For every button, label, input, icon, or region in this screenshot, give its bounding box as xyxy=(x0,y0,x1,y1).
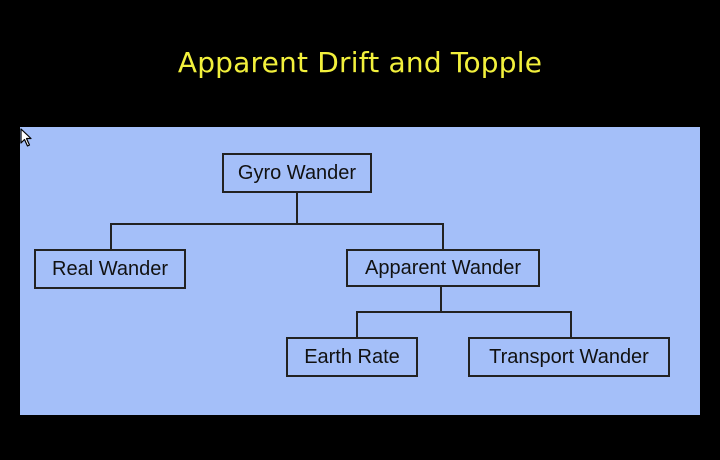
connector-apparent-wander-drop xyxy=(442,223,444,249)
node-transport-wander: Transport Wander xyxy=(468,337,670,377)
connector-level1-bar xyxy=(110,223,444,225)
node-earth-rate: Earth Rate xyxy=(286,337,418,377)
diagram-panel: Gyro Wander Real Wander Apparent Wander … xyxy=(20,127,700,415)
connector-apparent-down xyxy=(440,287,442,313)
slide-title: Apparent Drift and Topple xyxy=(177,46,543,79)
connector-root-down xyxy=(296,191,298,225)
node-real-wander: Real Wander xyxy=(34,249,186,289)
node-gyro-wander: Gyro Wander xyxy=(222,153,372,193)
connector-earth-rate-drop xyxy=(356,311,358,337)
connector-level2-bar xyxy=(356,311,572,313)
connector-real-wander-drop xyxy=(110,223,112,249)
mouse-pointer-icon xyxy=(20,128,32,147)
connector-transport-wander-drop xyxy=(570,311,572,337)
node-apparent-wander: Apparent Wander xyxy=(346,249,540,287)
